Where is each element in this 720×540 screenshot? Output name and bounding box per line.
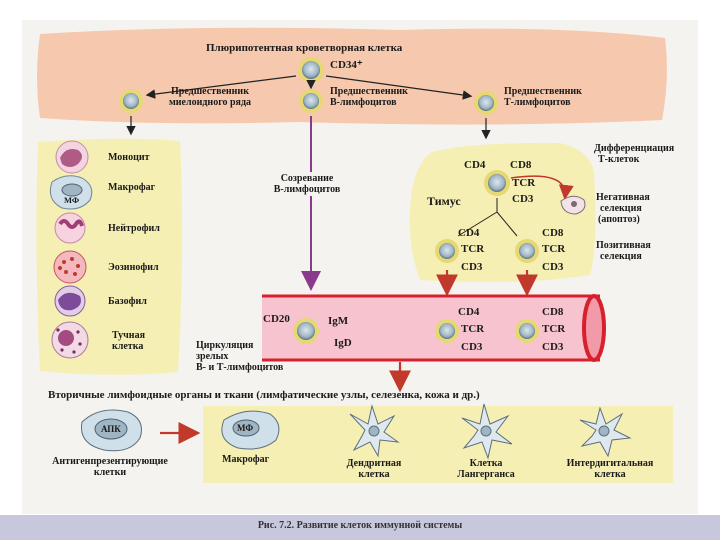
- neutrophil-label: Нейтрофил: [108, 223, 160, 234]
- t-progenitor-label-2: Т-лимфоцитов: [504, 97, 571, 108]
- thymus-cell-cd8: [515, 239, 539, 263]
- mast-cell-label-1: Тучная: [112, 330, 145, 341]
- b-maturation-label-2: В-лимфоцитов: [273, 184, 341, 195]
- thymus-branch-right: [496, 211, 518, 237]
- vessel-opening: [582, 294, 606, 362]
- stem-cell: [298, 57, 324, 83]
- macrophage-badge: МФ: [64, 195, 80, 205]
- mast-cell-label-2: клетка: [112, 341, 144, 352]
- basophil-label: Базофил: [108, 296, 147, 307]
- t-progenitor-label-1: Предшественник: [504, 86, 582, 97]
- vessel-right-cd8: CD8: [542, 306, 564, 318]
- thymus-right-cd3: CD3: [542, 261, 564, 273]
- myeloid-label-1: Предшественник: [171, 86, 249, 97]
- vessel-b-cell: [293, 318, 319, 344]
- mast-cell-image: [51, 321, 89, 359]
- figure-caption: Рис. 7.2. Развитие клеток иммунной систе…: [257, 520, 463, 531]
- negative-selection-arrow: [510, 175, 574, 200]
- vessel-t-cell-cd8: [515, 319, 539, 343]
- pos-selection-2: селекция: [600, 251, 642, 262]
- thymus-top-tcr: TCR: [512, 177, 536, 189]
- myeloid-progenitor-cell: [119, 89, 143, 113]
- b-progenitor-cell: [299, 89, 323, 113]
- thymus-top-cd8: CD8: [510, 159, 532, 171]
- secondary-box: [203, 406, 673, 483]
- b-progenitor-label-1: Предшественник: [330, 86, 408, 97]
- dendritic-label-2: клетка: [358, 469, 390, 480]
- stem-cell-title: Плюрипотентная кроветворная клетка: [206, 42, 403, 54]
- myeloid-label-2: миелоидного ряда: [168, 97, 252, 108]
- t-diff-label-1: Дифференциация: [594, 143, 675, 154]
- apoptotic-cell: [560, 195, 586, 215]
- arrow-to-myeloid: [145, 75, 297, 99]
- thymus-top-cd4: CD4: [464, 159, 486, 171]
- thymus-title: Тимус: [427, 194, 461, 208]
- neutrophil-cell-image: [54, 212, 86, 244]
- langerhans-label-2: Лангерганса: [457, 469, 515, 480]
- dendritic-label-1: Дендритная: [346, 458, 402, 469]
- neg-selection-3: (апоптоз): [598, 214, 640, 225]
- thymus-left-cd4: CD4: [458, 227, 480, 239]
- top-band: [37, 27, 667, 125]
- thymus-right-cd8: CD8: [542, 227, 564, 239]
- apc-badge: АПК: [101, 424, 121, 434]
- igm-label: IgM: [328, 315, 349, 327]
- thymus-left-tcr: TCR: [461, 243, 485, 255]
- vessel-left-cd4: CD4: [458, 306, 480, 318]
- thymus-left-cd3: CD3: [461, 261, 483, 273]
- thymus-branch-left: [457, 211, 498, 237]
- neg-selection-1: Негативная: [596, 192, 650, 203]
- circulation-label-3: В- и Т-лимфоцитов: [196, 362, 284, 373]
- basophil-cell-image: [54, 285, 86, 317]
- vessel-left-cd3: CD3: [461, 341, 483, 353]
- secondary-macrophage-label: Макрофаг: [222, 454, 270, 465]
- t-diff-label-2: Т-клеток: [598, 154, 640, 165]
- igd-label: IgD: [334, 337, 352, 349]
- circulation-label-1: Циркуляция: [196, 340, 254, 351]
- arrow-to-t: [325, 75, 473, 100]
- macrophage-cell-image: [49, 175, 93, 210]
- langerhans-label-1: Клетка: [469, 458, 503, 469]
- interdigital-cell-image: [579, 406, 632, 458]
- dendritic-cell-image: [349, 404, 400, 458]
- eosinophil-label: Эозинофил: [108, 262, 159, 273]
- interdigital-label-2: клетка: [594, 469, 626, 480]
- secondary-mf-badge: МФ: [237, 423, 254, 433]
- vessel-left-tcr: TCR: [461, 323, 485, 335]
- caption-bar: [0, 515, 720, 540]
- b-maturation-label-bg: [248, 172, 366, 196]
- monocyte-label: Моноцит: [108, 152, 150, 163]
- b-maturation-label-1: Созревание: [280, 173, 334, 184]
- apc-label-1: Антигенпрезентирующие: [52, 456, 168, 467]
- macrophage-label: Макрофаг: [108, 182, 156, 193]
- monocyte-cell-image: [55, 140, 89, 174]
- t-progenitor-cell: [474, 91, 498, 115]
- thymus-right-tcr: TCR: [542, 243, 566, 255]
- neg-selection-2: селекция: [600, 203, 642, 214]
- b-progenitor-label-2: В-лимфоцитов: [330, 97, 397, 108]
- interdigital-label-1: Интердигитальная: [566, 458, 654, 469]
- apc-label-2: клетки: [93, 467, 127, 478]
- apc-cell-image: [80, 409, 142, 452]
- cd20-label: CD20: [263, 313, 290, 325]
- vessel-right-cd3: CD3: [542, 341, 564, 353]
- circulation-label-2: зрелых: [196, 351, 229, 362]
- vessel-t-cell-cd4: [435, 319, 459, 343]
- secondary-macrophage-image: [221, 410, 280, 450]
- eosinophil-cell-image: [53, 250, 87, 284]
- langerhans-cell-image: [461, 403, 513, 460]
- vessel-right-tcr: TCR: [542, 323, 566, 335]
- secondary-title: Вторичные лимфоидные органы и ткани (лим…: [48, 389, 480, 401]
- pos-selection-1: Позитивная: [596, 240, 651, 251]
- thymus-cell-cd4: [435, 239, 459, 263]
- cd34-label: CD34⁺: [330, 59, 363, 71]
- thymus-cell-top: [484, 170, 510, 196]
- thymus-top-cd3: CD3: [512, 193, 534, 205]
